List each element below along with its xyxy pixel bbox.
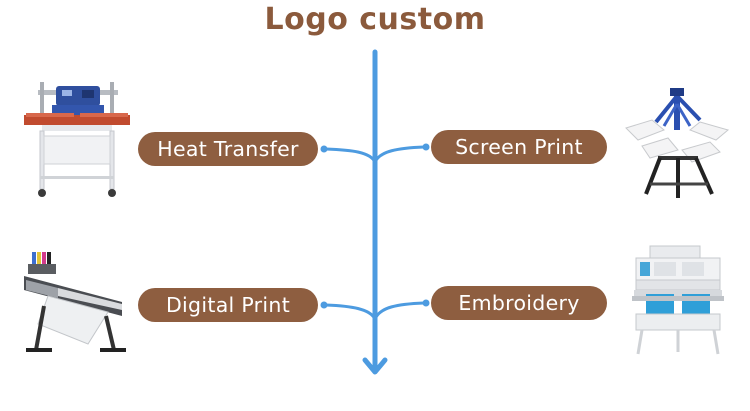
branch-heat-transfer	[325, 147, 377, 163]
diagram-title: Logo custom	[264, 2, 486, 37]
wide-format-printer-icon	[24, 252, 126, 352]
method-pill-heat-transfer: Heat Transfer	[138, 132, 318, 166]
branch-digital-print	[325, 303, 377, 320]
method-pill-screen-print: Screen Print	[431, 130, 607, 164]
node-heat-transfer	[320, 145, 328, 153]
method-pill-embroidery: Embroidery	[431, 286, 607, 320]
central-arrow-head	[362, 357, 388, 375]
screen-printing-press-icon	[625, 88, 730, 198]
node-embroidery	[422, 299, 430, 307]
embroidery-machine-icon	[632, 245, 724, 355]
branch-screen-print	[373, 145, 425, 163]
branch-embroidery	[373, 301, 425, 320]
heat-press-machine-icon	[24, 82, 130, 197]
node-screen-print	[422, 143, 430, 151]
node-digital-print	[320, 301, 328, 309]
method-pill-digital-print: Digital Print	[138, 288, 318, 322]
